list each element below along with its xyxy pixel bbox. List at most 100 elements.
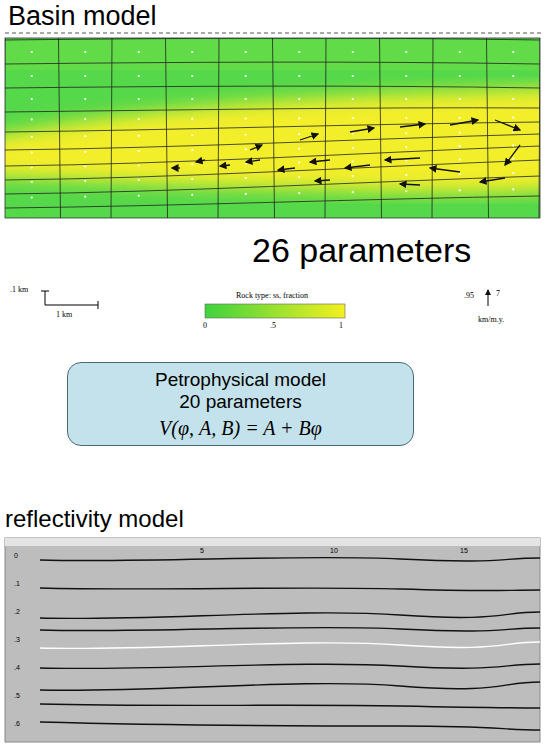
cell-dot [245, 75, 247, 77]
velocity-label: 7 [496, 290, 500, 299]
cell-dot [298, 51, 300, 53]
unit-label: km/m.y. [478, 316, 504, 325]
cell-dot [138, 179, 140, 181]
reflector-line [40, 682, 540, 690]
cell-dot [459, 98, 461, 100]
flow-arrow [310, 160, 330, 162]
cell-dot [352, 51, 354, 53]
flow-arrow [315, 180, 330, 181]
cell-dot [31, 98, 33, 100]
cell-dot [245, 118, 247, 120]
flow-arrow [196, 160, 205, 162]
grid-line [5, 176, 540, 194]
cell-dot [298, 75, 300, 77]
cell-dot [405, 174, 407, 176]
flow-arrow [350, 128, 374, 132]
grid-line [166, 38, 168, 218]
grid-line [5, 86, 540, 88]
grid-line [325, 38, 326, 218]
axis-tick: 15 [460, 547, 468, 555]
cell-dot [191, 98, 193, 100]
cell-dot [352, 175, 354, 177]
cell-dot [298, 117, 300, 119]
cell-dot [298, 161, 300, 163]
cell-dot [191, 51, 193, 53]
cell-dot [245, 134, 247, 136]
cell-dot [191, 118, 193, 120]
cell-dot [405, 146, 407, 148]
cell-dot [191, 75, 193, 77]
cell-dot [245, 51, 247, 53]
grid-line [5, 134, 540, 150]
cell-dot [512, 75, 514, 77]
box-text: 20 parameters [78, 392, 403, 413]
scale-bar [41, 291, 98, 309]
tick-label: 1 [339, 322, 343, 331]
cell-dot [138, 98, 140, 100]
cell-dot [459, 173, 461, 175]
cell-dot [138, 195, 140, 197]
cell-dot [84, 180, 86, 182]
seismic-panel [5, 538, 540, 742]
cell-dot [405, 190, 407, 192]
cell-dot [245, 98, 247, 100]
cell-dot [405, 51, 407, 53]
flow-arrow [430, 168, 460, 172]
flow-arrow [480, 178, 505, 182]
cell-dot [512, 144, 514, 146]
flow-arrow [220, 165, 230, 166]
cell-dot [31, 181, 33, 183]
cell-dot [191, 163, 193, 165]
scale-label: 1 km [56, 311, 72, 320]
color-bar [205, 304, 345, 318]
cell-dot [459, 132, 461, 134]
formula: V(φ, A, B) = A + Bφ [78, 417, 403, 439]
grid-line [487, 38, 489, 218]
flow-arrow [172, 167, 180, 168]
tick-label: .5 [270, 322, 276, 331]
cell-dot [512, 188, 514, 190]
cell-dot [512, 157, 514, 159]
axis-tick: 10 [330, 547, 338, 555]
cell-dot [459, 117, 461, 119]
cell-dot [138, 75, 140, 77]
tick-label: 0 [203, 322, 207, 331]
cell-dot [512, 117, 514, 119]
cell-dot [405, 117, 407, 119]
cell-dot [31, 166, 33, 168]
cell-dot [405, 98, 407, 100]
reflector-line [40, 664, 540, 669]
axis-tick: 0 [14, 552, 18, 560]
cell-dot [31, 196, 33, 198]
cell-dot [352, 147, 354, 149]
cell-dot [298, 192, 300, 194]
reflector-line [40, 557, 540, 561]
cell-dot [352, 133, 354, 135]
axis-tick: .2 [14, 608, 20, 616]
cell-dot [84, 75, 86, 77]
cell-dot [138, 164, 140, 166]
cell-dot [298, 176, 300, 178]
cell-dot [459, 51, 461, 53]
grid-line [59, 38, 61, 218]
axis-tick: .5 [14, 692, 20, 700]
cell-dot [31, 75, 33, 77]
flow-arrow [505, 145, 520, 165]
cell-dot [31, 51, 33, 53]
window-bar [5, 538, 540, 546]
axis-tick: .4 [14, 664, 20, 672]
cell-dot [138, 150, 140, 152]
cell-dot [405, 132, 407, 134]
cell-dot [512, 98, 514, 100]
cell-dot [405, 75, 407, 77]
cell-dot [191, 178, 193, 180]
axis-tick: .6 [14, 720, 20, 728]
flow-arrow [246, 160, 260, 162]
flow-arrow [495, 120, 520, 130]
cell-dot [298, 133, 300, 135]
reflector-line [40, 642, 540, 648]
cell-dot [512, 51, 514, 53]
axis-tick: .1 [14, 580, 20, 588]
cell-dot [31, 118, 33, 120]
